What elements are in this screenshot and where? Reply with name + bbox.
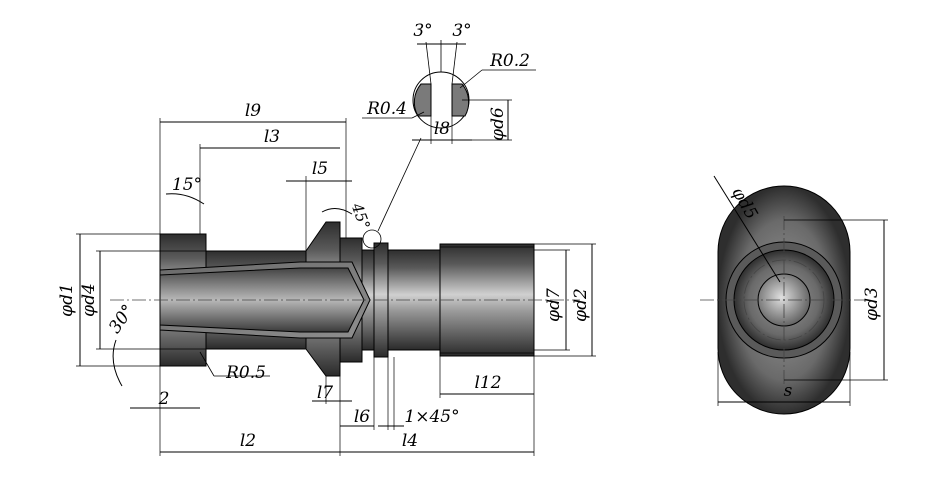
label-r02: R0.2 [489,51,530,71]
detail-groove-right [451,83,470,117]
label-r04: R0.4 [366,99,407,119]
label-l9: l9 [245,101,261,121]
label-chamfer: 1×45° [404,407,459,427]
label-angle15: 15° [172,175,202,195]
label-s: s [784,381,793,401]
label-d2: φd2 [571,288,591,322]
label-d4: φd4 [79,283,99,317]
label-l4: l4 [402,431,418,451]
label-angle45: 45° [347,200,373,232]
label-l5: l5 [312,159,328,179]
label-angle3b: 3° [452,21,471,41]
label-d6: φd6 [488,107,508,141]
label-l12: l12 [474,373,501,393]
label-l7: l7 [317,383,333,403]
bore [159,267,365,333]
label-angle3a: 3° [413,21,432,41]
detail-groove-left [413,83,432,117]
label-angle30: 30° [105,301,139,337]
label-l8: l8 [434,119,450,139]
label-l3: l3 [264,127,280,147]
label-d7: φd7 [544,288,564,322]
label-d1: φd1 [57,283,77,317]
label-l2: l2 [240,431,256,451]
label-d3: φd3 [862,287,882,321]
side-view [110,221,580,377]
label-2: 2 [158,389,170,409]
detail-view: 3° 3° R0.2 R0.4 l8 φd6 [362,21,536,144]
label-r05: R0.5 [225,363,266,383]
end-view: φd5 φd3 s [700,175,888,415]
label-l6: l6 [354,407,370,427]
